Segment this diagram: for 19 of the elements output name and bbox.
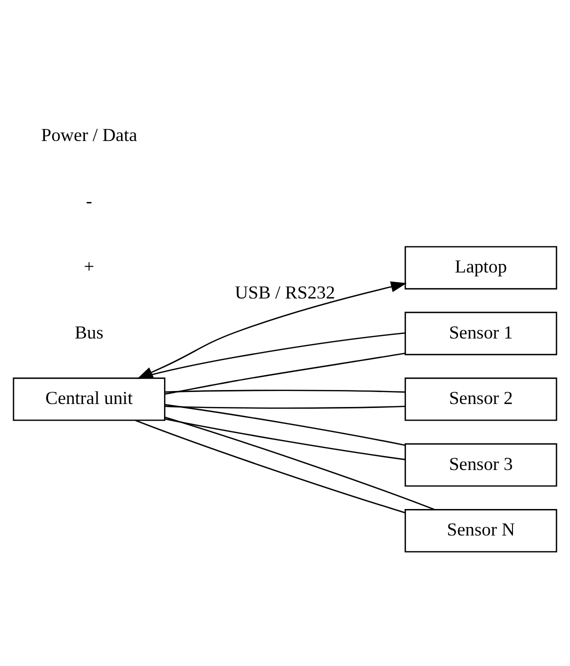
node-box: Sensor 2 bbox=[404, 377, 558, 420]
connector bbox=[164, 416, 435, 510]
label: - bbox=[86, 190, 92, 210]
node-box: Sensor 3 bbox=[404, 442, 558, 486]
edge-label: USB / RS232 bbox=[234, 282, 336, 302]
label: Power / Data bbox=[41, 124, 138, 145]
node-box: Sensor 1 bbox=[404, 311, 558, 355]
connector bbox=[164, 418, 406, 460]
node-box: Central unit bbox=[12, 377, 166, 420]
connector bbox=[138, 332, 406, 378]
connector bbox=[135, 419, 406, 513]
label: + bbox=[84, 256, 94, 276]
connector bbox=[164, 404, 406, 446]
connector bbox=[164, 352, 406, 394]
connector bbox=[164, 405, 406, 408]
label: Bus bbox=[74, 322, 104, 342]
node-box: Laptop bbox=[404, 246, 558, 289]
node-box: Sensor N bbox=[404, 508, 558, 552]
connector bbox=[164, 389, 406, 392]
